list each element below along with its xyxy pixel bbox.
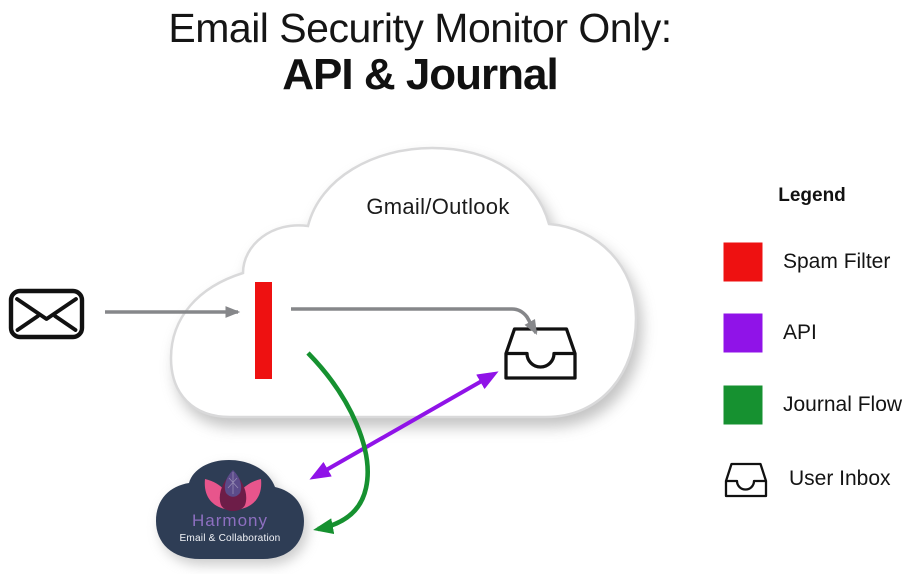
mail-delivery-flow xyxy=(291,307,538,335)
email-envelope-icon xyxy=(8,288,85,340)
provider-cloud-label: Gmail/Outlook xyxy=(366,194,510,219)
harmony-lotus-logo xyxy=(204,470,262,511)
legend-title: Legend xyxy=(778,185,846,206)
legend-label-user-inbox: User Inbox xyxy=(789,467,891,490)
spam-filter-swatch xyxy=(723,242,763,282)
legend-label-journal-flow: Journal Flow xyxy=(783,393,903,416)
journal-flow-arrow xyxy=(306,351,370,535)
legend-label-spam-filter: Spam Filter xyxy=(783,250,891,273)
legend-item-user-inbox: User Inbox xyxy=(723,459,891,499)
title-line-1: Email Security Monitor Only: xyxy=(168,5,672,51)
harmony-cloud-subtitle: Email & Collaboration xyxy=(179,532,281,544)
api-flow-arrow xyxy=(309,371,499,480)
legend-item-api: API xyxy=(723,313,817,353)
lotus-inner-petal xyxy=(224,470,242,497)
title-line-2: API & Journal xyxy=(282,50,559,100)
api-swatch xyxy=(723,313,763,353)
user-inbox-icon xyxy=(504,327,577,380)
lotus-lattice xyxy=(227,472,239,494)
legend-item-journal-flow: Journal Flow xyxy=(723,385,902,425)
spam-filter-bar xyxy=(255,282,272,379)
page-title: Email Security Monitor Only: API & Journ… xyxy=(50,4,790,99)
harmony-cloud-name: Harmony xyxy=(192,511,268,530)
legend-item-spam-filter: Spam Filter xyxy=(723,242,890,282)
user-inbox-legend-icon xyxy=(724,462,768,498)
legend-label-api: API xyxy=(783,321,817,344)
journal-flow-swatch xyxy=(723,385,763,425)
